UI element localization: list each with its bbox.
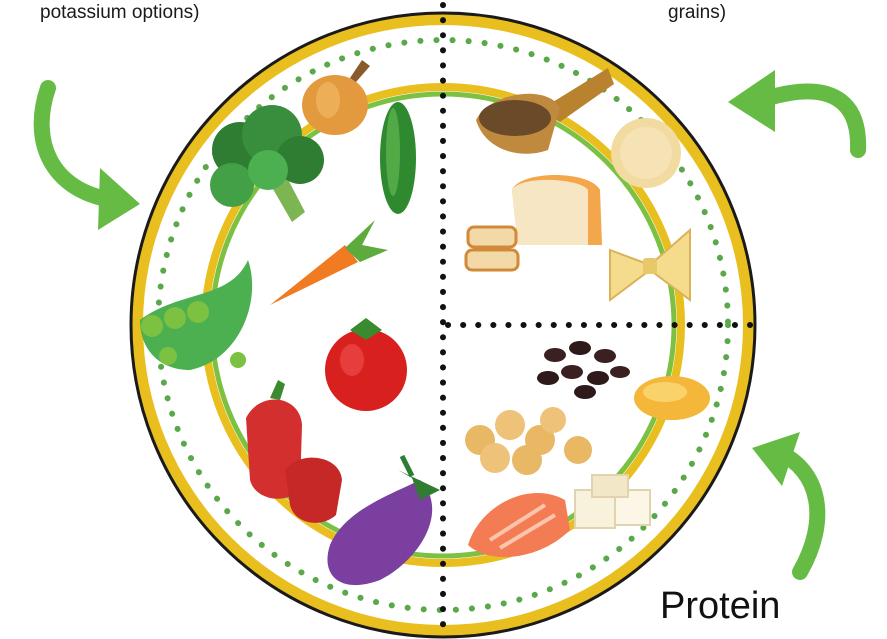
- arrow-left-top: [42, 88, 140, 230]
- caption-top-left: potassium options): [40, 2, 199, 24]
- caption-top-right: grains): [668, 2, 726, 24]
- protein-label: Protein: [660, 585, 780, 628]
- corn: [634, 376, 710, 420]
- arrow-right-top: [728, 70, 858, 150]
- cucumber: [380, 102, 416, 214]
- rice-cake: [611, 118, 681, 188]
- arrow-right-bottom: [752, 432, 817, 572]
